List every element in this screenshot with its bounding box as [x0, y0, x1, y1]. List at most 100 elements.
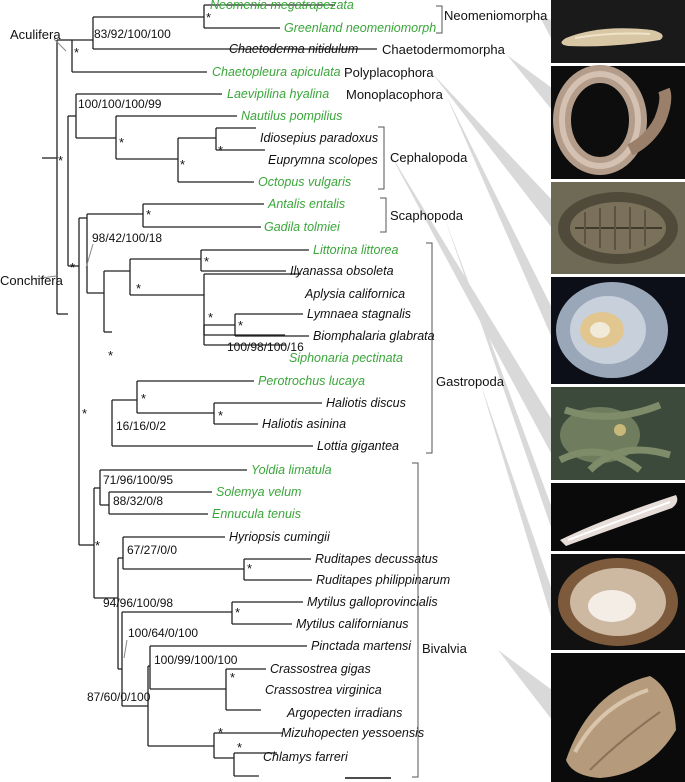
taxon-label: Haliotis discus	[326, 396, 406, 410]
taxa: Neomenia megatrapezata Greenland neomeni…	[210, 0, 450, 764]
clade-label-aculifera: Aculifera	[10, 27, 61, 42]
star: *	[204, 254, 209, 269]
taxon-label: Antalis entalis	[267, 197, 345, 211]
taxon-label: Chaetoderma nitidulum	[229, 42, 358, 56]
taxon-label: Crassostrea virginica	[265, 683, 382, 697]
pointer-gastropoda	[480, 382, 552, 620]
support-yoldia-clade: 71/96/100/95	[103, 473, 173, 487]
star: *	[218, 725, 223, 740]
group-neomeniomorpha: Neomeniomorpha	[444, 8, 548, 23]
star: *	[95, 538, 100, 553]
taxon-label: Ruditapes decussatus	[315, 552, 438, 566]
group-cephalopoda: Cephalopoda	[390, 150, 468, 165]
star: *	[58, 153, 63, 168]
bracket-cephalopoda	[378, 126, 385, 190]
star: *	[70, 260, 75, 275]
pointer-monoplacophora	[446, 95, 552, 338]
taxon-label: Mytilus californianus	[296, 617, 409, 631]
photo-pointers	[388, 17, 552, 720]
taxon-label: Hyriopsis cumingii	[229, 530, 331, 544]
tree-branches	[42, 4, 377, 777]
support-pinctada-pectinids: 87/60/0/100	[87, 690, 151, 704]
support-pinctada-crassostrea: 100/99/100/100	[154, 653, 238, 667]
photo-chiton	[551, 182, 685, 274]
taxon-label: Neomenia megatrapezata	[210, 0, 354, 12]
taxon-label: Octopus vulgaris	[258, 175, 351, 189]
taxon-label: Haliotis asinina	[262, 417, 346, 431]
taxon-label: Ennucula tenuis	[212, 507, 301, 521]
photo-octopus	[551, 387, 685, 480]
star: *	[238, 318, 243, 333]
taxon-label: Argopecten irradians	[286, 706, 402, 720]
taxon-label: Nautilus pompilius	[241, 109, 342, 123]
label-leaders	[33, 38, 128, 659]
taxon-label: Biomphalaria glabrata	[313, 329, 435, 343]
photo-neomeniomorph	[551, 0, 685, 63]
group-polyplacophora: Polyplacophora	[344, 65, 434, 80]
taxon-label: Perotrochus lucaya	[258, 374, 365, 388]
group-chaetodermomorpha: Chaetodermomorpha	[382, 42, 506, 57]
taxon-label: Pinctada martensi	[311, 639, 412, 653]
support-values: 83/92/100/100 100/100/100/99 98/42/100/1…	[78, 27, 304, 704]
group-brackets	[378, 5, 443, 778]
taxon-label: Idiosepius paradoxus	[260, 131, 378, 145]
taxon-label: Lymnaea stagnalis	[307, 307, 411, 321]
star: *	[146, 207, 151, 222]
conchifera-leader	[33, 275, 57, 280]
pointer-cephalopoda	[388, 150, 552, 455]
star: *	[247, 561, 252, 576]
photo-bivalve	[551, 653, 685, 782]
star: *	[237, 740, 242, 755]
group-scaphopoda: Scaphopoda	[390, 208, 464, 223]
bracket-scaphopoda	[380, 197, 387, 233]
aculifera-leader	[53, 38, 67, 52]
star: *	[206, 10, 211, 25]
support-leader	[123, 639, 128, 659]
taxon-label: Laevipilina hyalina	[227, 87, 329, 101]
taxon-label: Solemya velum	[216, 485, 301, 499]
star: *	[108, 348, 113, 363]
taxon-label: Mytilus galloprovincialis	[307, 595, 438, 609]
bracket-gastropoda	[426, 242, 433, 454]
star: *	[119, 135, 124, 150]
pointer-neomeniomorpha	[540, 17, 552, 40]
photo-limpet	[551, 554, 685, 650]
taxon-label: Chaetopleura apiculata	[212, 65, 341, 79]
taxon-label: Crassostrea gigas	[270, 662, 371, 676]
star: *	[180, 157, 185, 172]
taxon-label: Greenland neomeniomorph	[284, 21, 436, 35]
pointer-chaetodermomorpha	[507, 55, 552, 110]
star: *	[208, 310, 213, 325]
taxon-label: Siphonaria pectinata	[289, 351, 403, 365]
photo-chaetoderma	[551, 65, 685, 179]
taxon-label: Lottia gigantea	[317, 439, 399, 453]
support-hyriopsis-ruditapes: 67/27/0/0	[127, 543, 177, 557]
support-lymnaea-siphonaria: 100/98/100/16	[227, 340, 304, 354]
photo-monoplacophoran	[551, 277, 685, 384]
support-leader	[85, 243, 94, 269]
star: *	[74, 45, 79, 60]
taxon-label: Yoldia limatula	[251, 463, 332, 477]
group-bivalvia: Bivalvia	[422, 641, 468, 656]
group-gastropoda: Gastropoda	[436, 374, 505, 389]
taxon-label: Mizuhopecten yessoensis	[281, 726, 424, 740]
star: *	[235, 605, 240, 620]
photo-scaphopod	[551, 483, 685, 551]
star: *	[218, 408, 223, 423]
support-solemya-ennucula: 88/32/0/8	[113, 494, 163, 508]
star: *	[218, 143, 223, 158]
taxon-label: Ruditapes philippinarum	[316, 573, 450, 587]
taxon-label: Ilyanassa obsoleta	[290, 264, 394, 278]
clade-label-conchifera: Conchifera	[0, 273, 64, 288]
pointer-scaphopoda	[444, 216, 552, 530]
bracket-neomeniomorpha	[436, 5, 443, 34]
support-scaphopoda-gastropoda: 98/42/100/18	[92, 231, 162, 245]
group-monoplacophora: Monoplacophora	[346, 87, 444, 102]
support-perotrochus-lottia: 16/16/0/2	[116, 419, 166, 433]
support-pteriomorphia: 100/64/0/100	[128, 626, 198, 640]
support-mytilus-pteriomorphia: 94/96/100/98	[103, 596, 173, 610]
pointer-bivalvia	[498, 650, 552, 720]
star: *	[136, 281, 141, 296]
